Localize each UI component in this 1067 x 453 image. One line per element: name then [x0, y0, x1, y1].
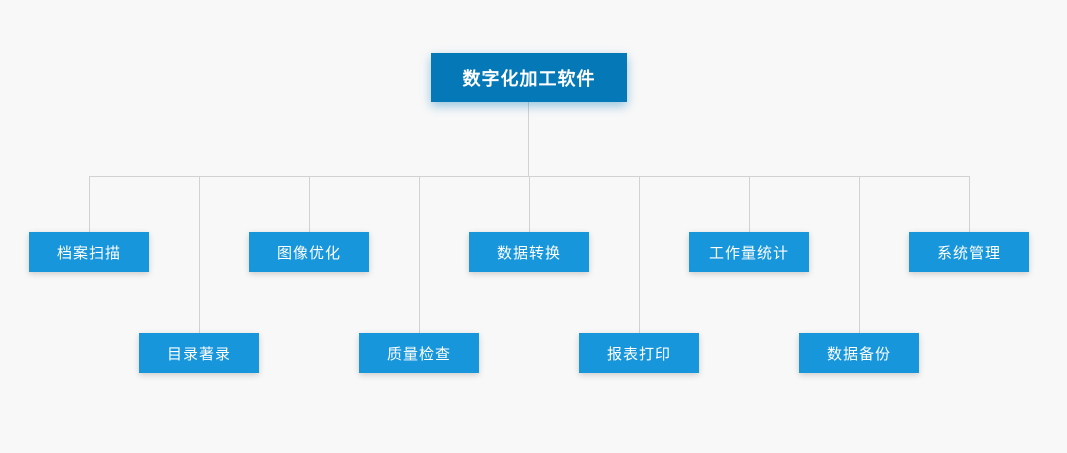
connector-drop-line [419, 176, 420, 333]
node-archive-scan: 档案扫描 [29, 232, 149, 272]
node-system-management: 系统管理 [909, 232, 1029, 272]
node-data-backup: 数据备份 [799, 333, 919, 373]
connector-drop-line [749, 176, 750, 232]
connector-drop-line [859, 176, 860, 333]
node-report-printing: 报表打印 [579, 333, 699, 373]
connector-drop-line [639, 176, 640, 333]
connector-drop-line [969, 176, 970, 232]
connector-root-drop-line [528, 102, 529, 176]
node-root-digitization-software: 数字化加工软件 [431, 53, 627, 102]
node-catalog-description: 目录著录 [139, 333, 259, 373]
node-image-optimization: 图像优化 [249, 232, 369, 272]
node-data-conversion: 数据转换 [469, 232, 589, 272]
connector-drop-line [89, 176, 90, 232]
node-workload-statistics: 工作量统计 [689, 232, 809, 272]
connector-drop-line [199, 176, 200, 333]
node-quality-check: 质量检查 [359, 333, 479, 373]
connector-drop-line [309, 176, 310, 232]
connector-drop-line [529, 176, 530, 232]
